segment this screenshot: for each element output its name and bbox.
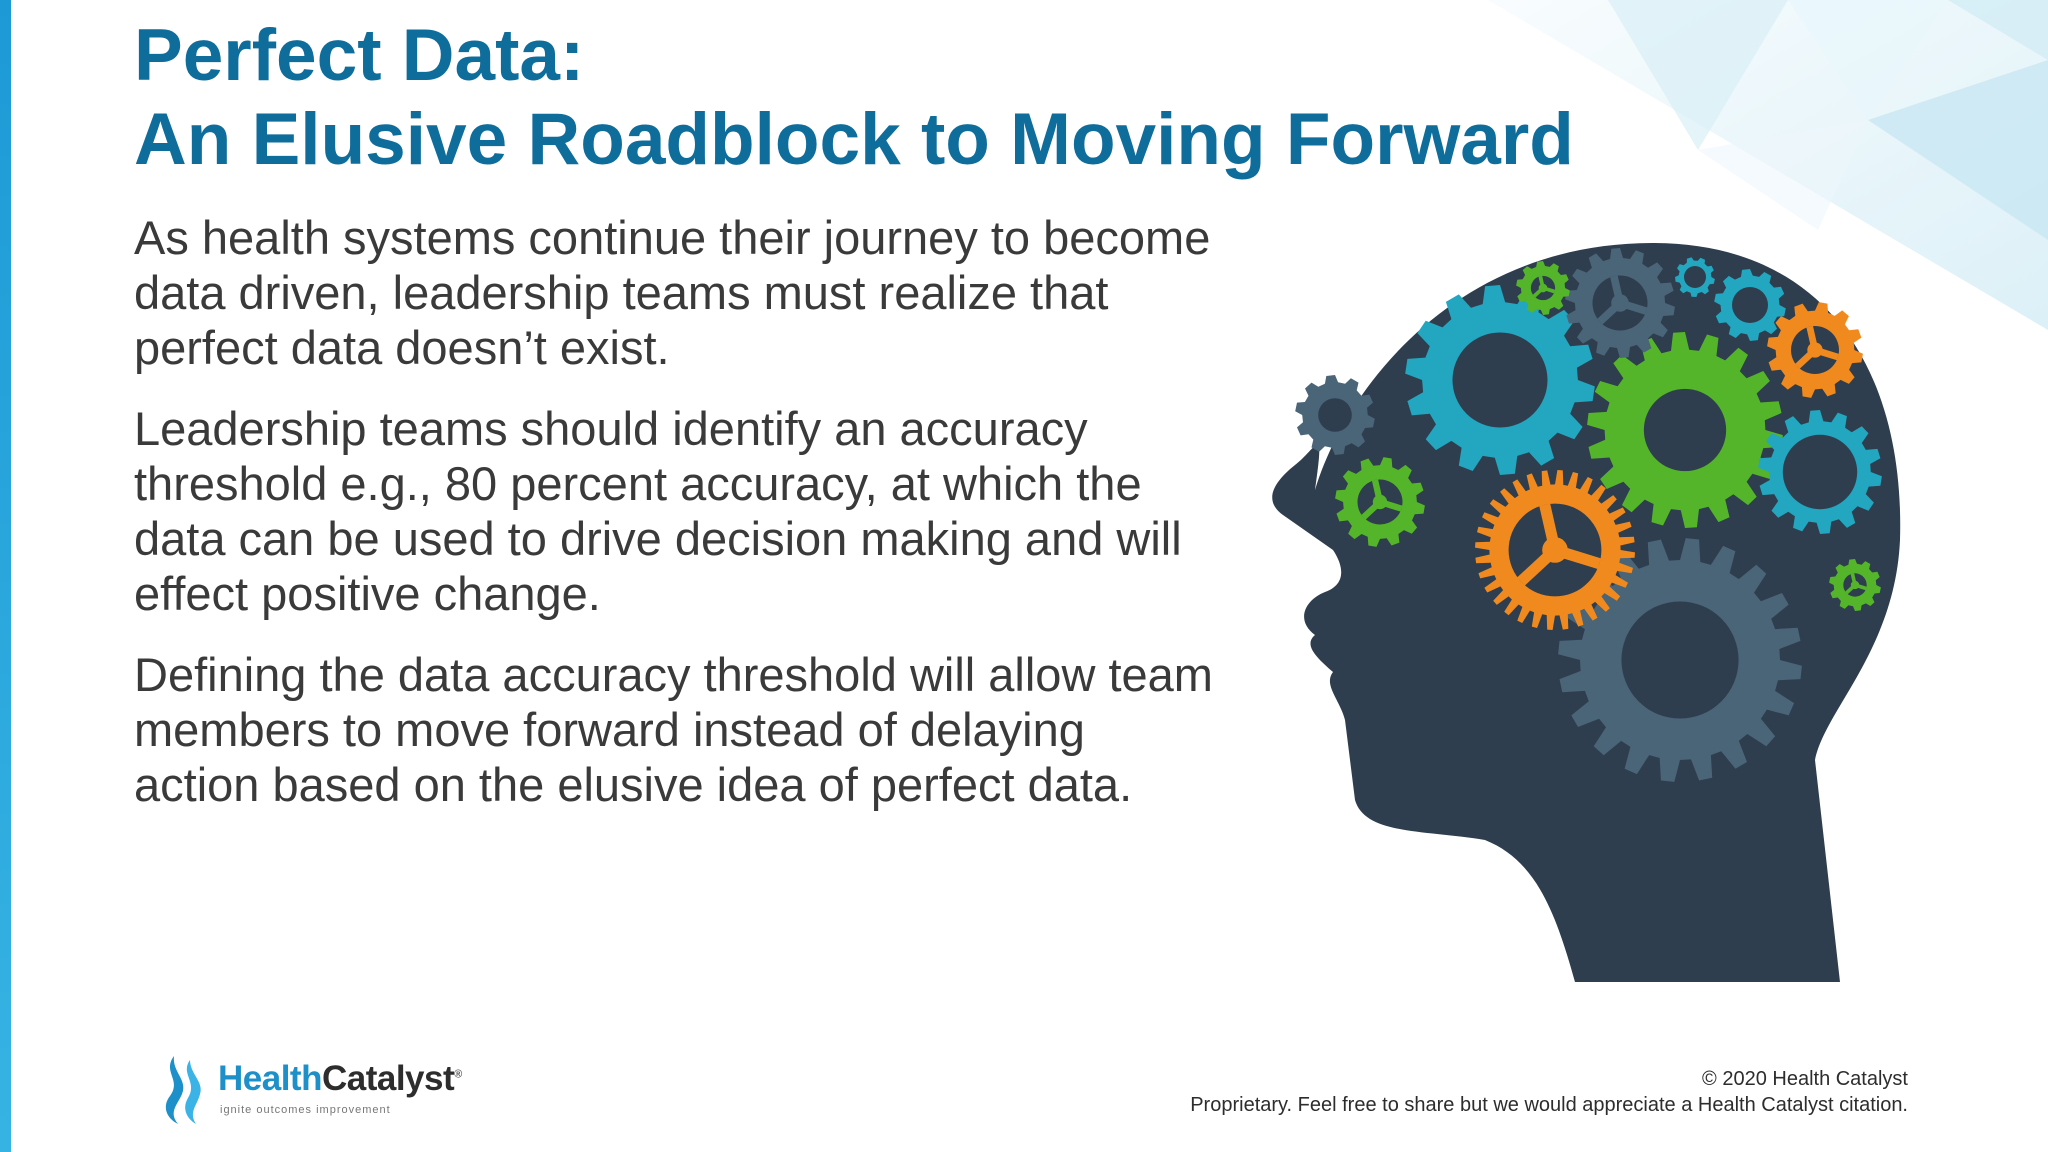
paragraph-1: As health systems continue their journey… [134, 211, 1211, 374]
slide-title: Perfect Data: An Elusive Roadblock to Mo… [134, 14, 1694, 182]
gear-green-tiny [1516, 261, 1570, 315]
gear-slate-left [1295, 375, 1375, 455]
gear-orange-large [1475, 470, 1635, 630]
title-line-2: An Elusive Roadblock to Moving Forward [134, 99, 1574, 180]
logo-tagline: ignite outcomes improvement [220, 1104, 391, 1116]
head-with-gears-icon [1272, 242, 1901, 983]
registered-mark: ® [454, 1068, 462, 1081]
gear-teal-right [1758, 410, 1882, 534]
footer: © 2020 Health Catalyst Proprietary. Feel… [1190, 1066, 1908, 1118]
paragraph-3: Defining the data accuracy threshold wil… [134, 648, 1213, 811]
gear-green-small [1335, 457, 1425, 547]
gear-green-large [1587, 332, 1783, 528]
gear-teal-small [1714, 269, 1786, 341]
copyright-text: © 2020 Health Catalyst [1702, 1068, 1908, 1090]
health-catalyst-logo: HealthCatalyst® ignite outcomes improvem… [160, 1052, 462, 1128]
gears [1295, 248, 1882, 782]
logo-catalyst: Catalyst [321, 1059, 455, 1098]
body-text: As health systems continue their journey… [134, 210, 1214, 838]
gear-teal-tiny [1675, 257, 1715, 297]
citation-notice: Proprietary. Feel free to share but we w… [1190, 1094, 1908, 1116]
decorative-triangles [1488, 0, 2048, 330]
gear-orange-small [1767, 302, 1863, 398]
paragraph-2: Leadership teams should identify an accu… [134, 402, 1182, 620]
gear-green-right-tiny [1829, 559, 1881, 611]
gear-teal-large [1405, 285, 1595, 475]
gear-slate-top [1565, 248, 1675, 358]
flame-icon [165, 1056, 201, 1124]
title-line-1: Perfect Data: [134, 15, 585, 96]
logo-wordmark: HealthCatalyst® [218, 1059, 462, 1099]
logo-health: Health [218, 1059, 322, 1098]
gear-slate-large [1558, 538, 1802, 782]
accent-bar [0, 0, 11, 1152]
